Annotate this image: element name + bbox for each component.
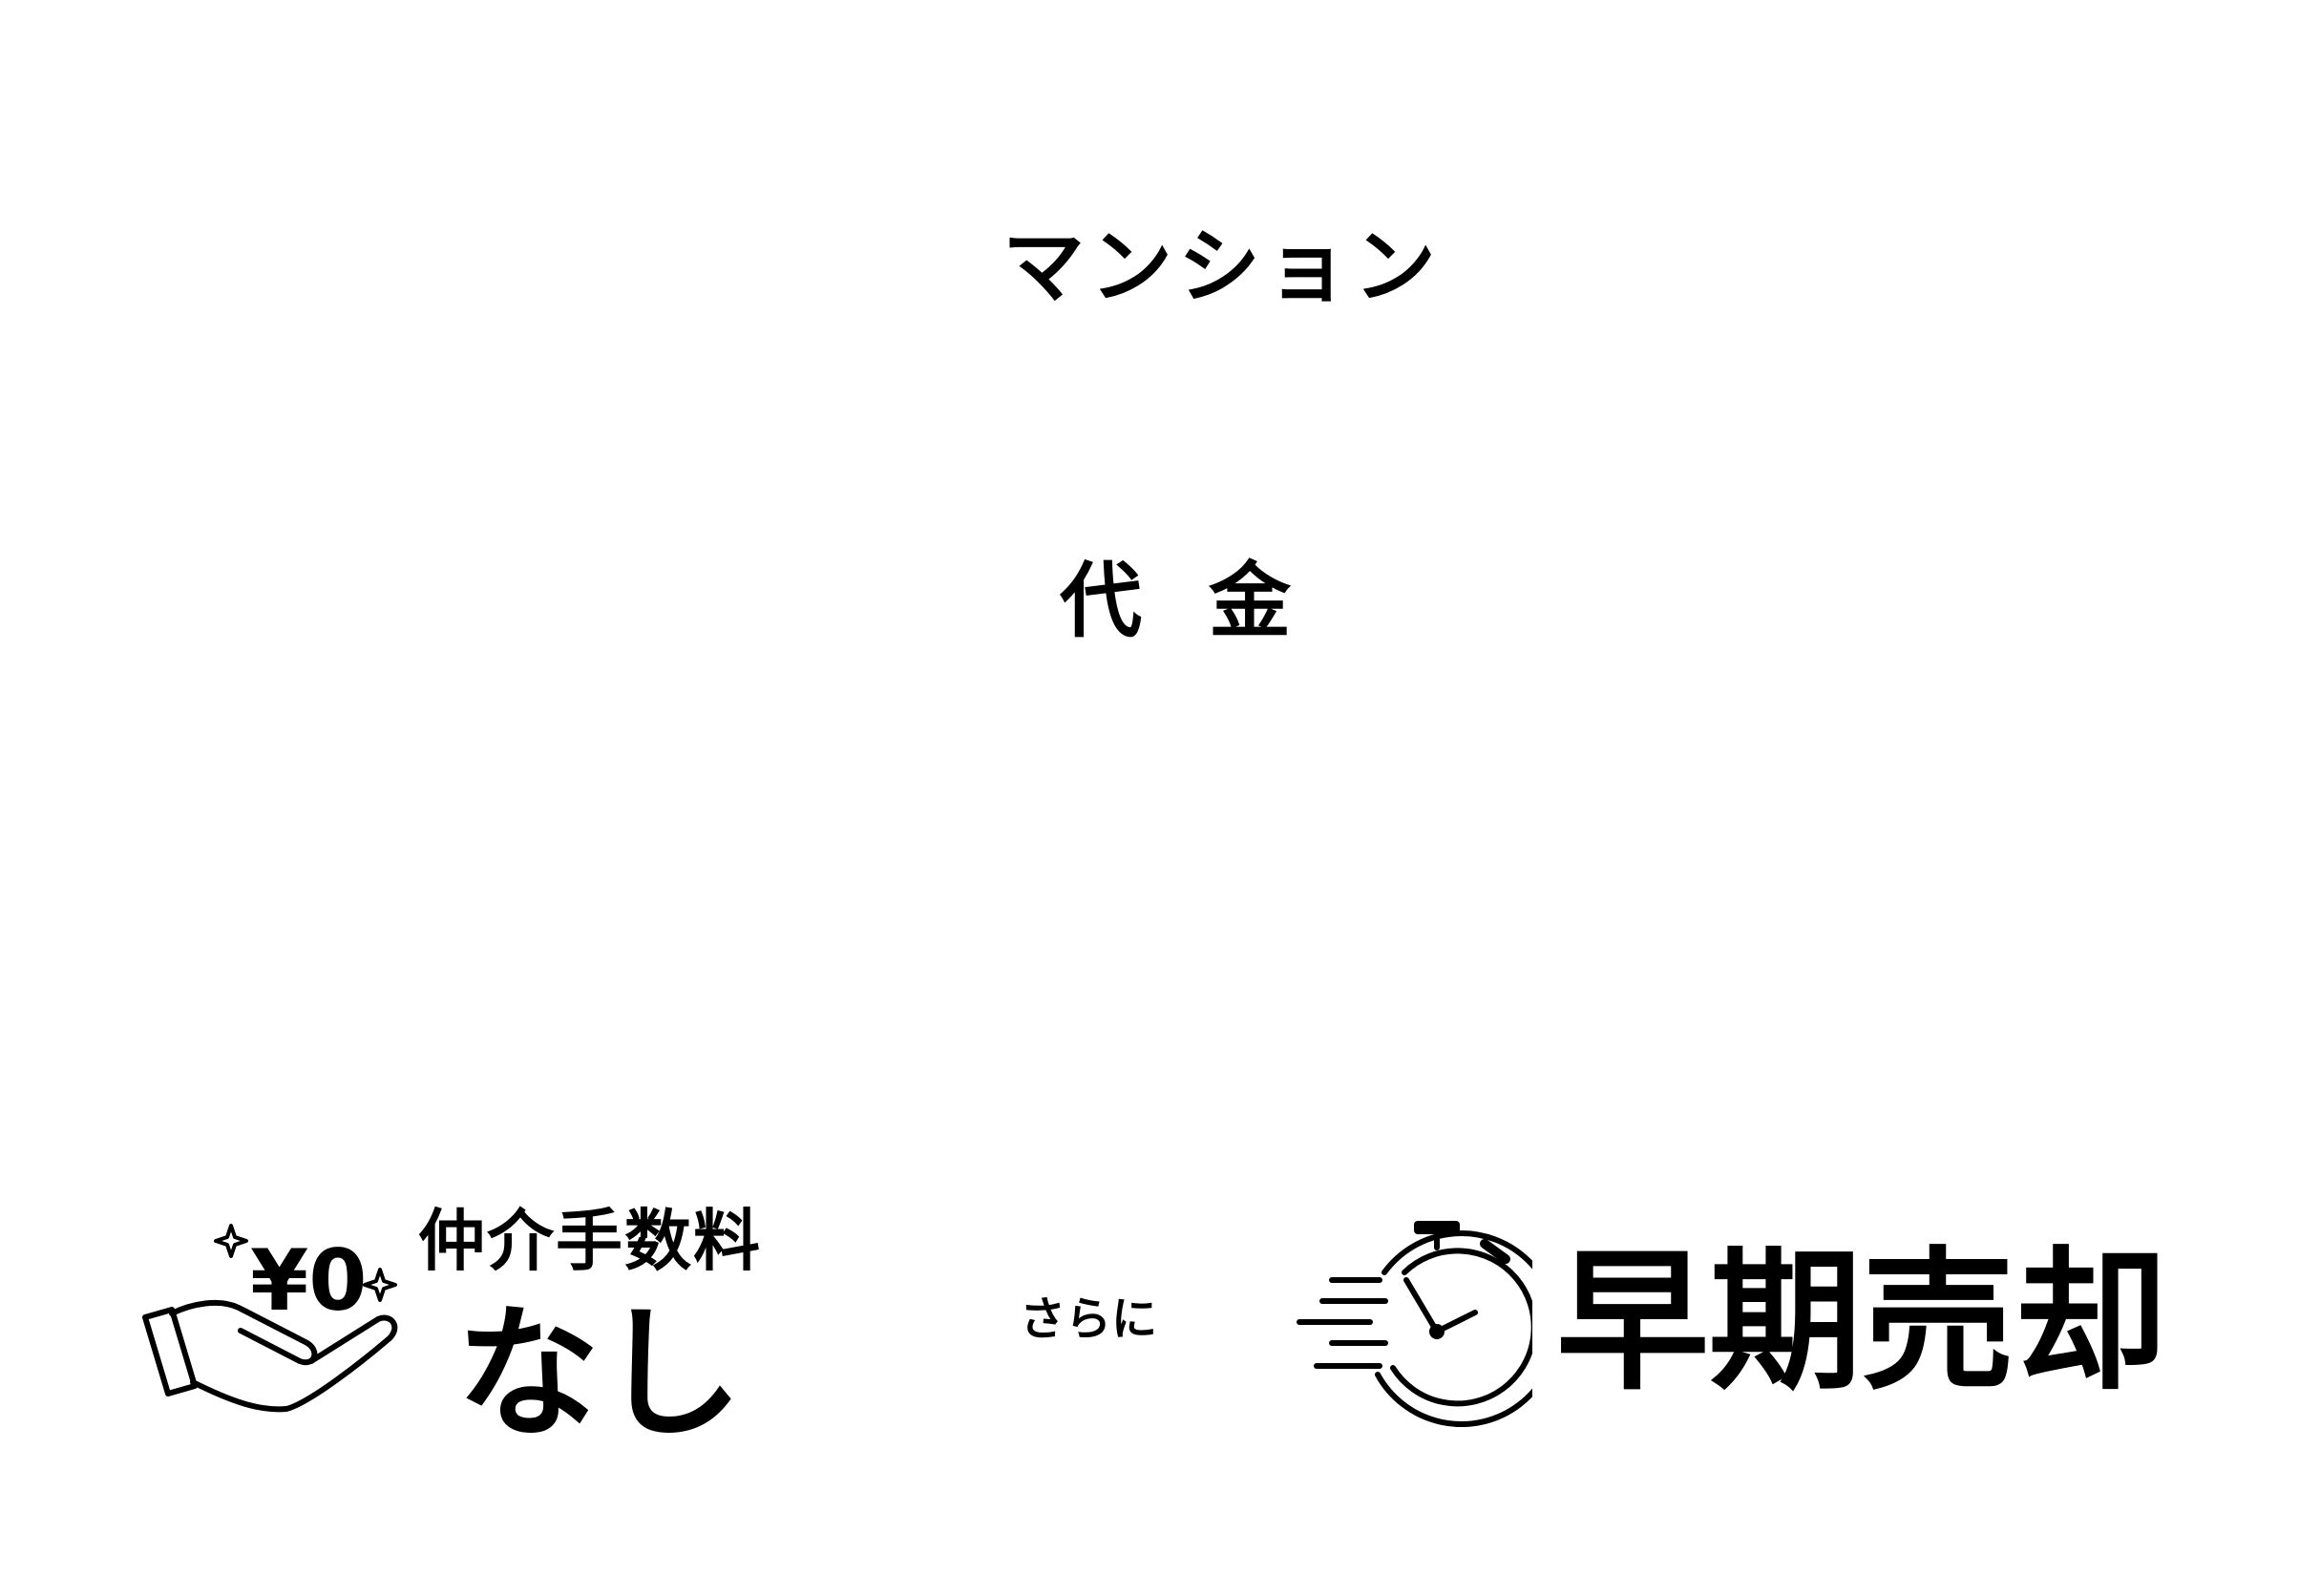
fee-label: 仲介手数料	[418, 1202, 762, 1280]
hand-yen-zero-icon: ¥0	[142, 1224, 398, 1413]
hand-palm	[169, 1299, 398, 1413]
sparkle-left-icon	[214, 1224, 248, 1258]
speed-label: 早期売却	[1556, 1232, 2168, 1411]
connector-text: さらに	[1020, 1292, 1158, 1346]
page-title: マンション	[1002, 220, 1442, 315]
stopwatch-button	[1414, 1221, 1460, 1234]
page-subtitle: 代金	[1060, 549, 1308, 654]
yen-zero-text: ¥0	[250, 1231, 367, 1330]
fee-value: なし	[456, 1292, 744, 1458]
subtitle-left-char: 代	[1060, 554, 1142, 649]
stopwatch-speed-icon	[1297, 1221, 1532, 1427]
sparkle-right-icon	[363, 1268, 397, 1302]
stopwatch-outer-ring	[1375, 1230, 1532, 1427]
hand-cuff	[142, 1307, 198, 1396]
subtitle-right-char: 金	[1209, 554, 1291, 649]
stopwatch-side-button	[1480, 1239, 1510, 1264]
stopwatch-hand-long	[1403, 1277, 1440, 1334]
stopwatch-inner-ring	[1390, 1248, 1532, 1407]
